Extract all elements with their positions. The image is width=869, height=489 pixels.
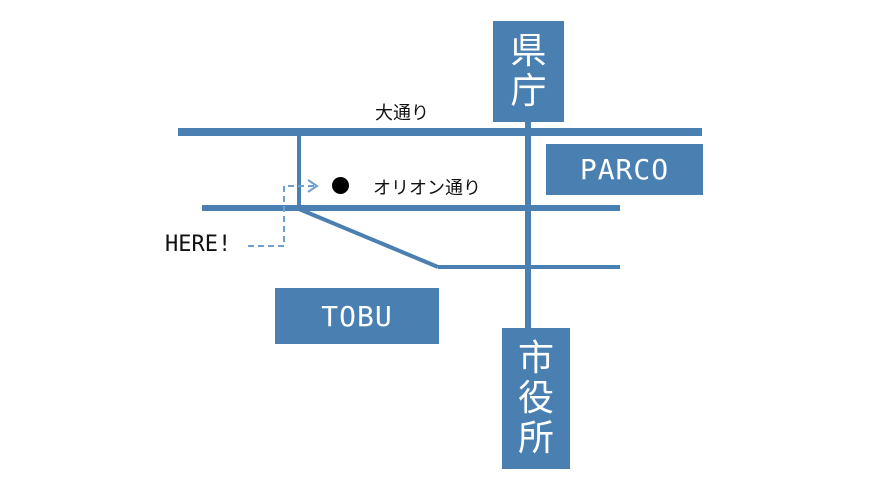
prefectural-office-block: 県 庁 bbox=[493, 21, 564, 122]
parco-block: PARCO bbox=[546, 144, 703, 195]
city-hall-char-3: 所 bbox=[517, 417, 554, 459]
dashed-route-arrow-icon bbox=[248, 185, 316, 247]
city-hall-block: 市 役 所 bbox=[502, 328, 570, 469]
odori-label: 大通り bbox=[375, 103, 429, 124]
orion-street-label: オリオン通り bbox=[373, 178, 481, 199]
parco-label: PARCO bbox=[579, 153, 670, 186]
prefectural-office-char-2: 庁 bbox=[510, 70, 547, 112]
here-label: HERE! bbox=[165, 232, 232, 257]
tobu-label: TOBU bbox=[321, 299, 393, 333]
prefectural-office-char-1: 県 bbox=[510, 30, 547, 72]
city-hall-char-2: 役 bbox=[517, 377, 554, 419]
city-hall-char-1: 市 bbox=[517, 337, 554, 379]
road-diagonal bbox=[298, 207, 439, 269]
tobu-block: TOBU bbox=[275, 288, 439, 344]
route-arrowhead-icon bbox=[307, 179, 319, 193]
destination-dot-icon bbox=[332, 177, 349, 194]
